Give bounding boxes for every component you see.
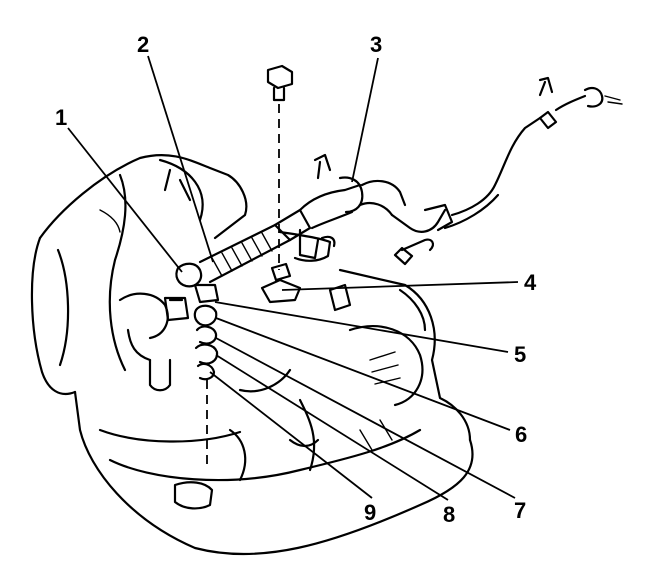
transaxle-housing [30, 154, 474, 556]
component-stack [163, 283, 220, 470]
bolt [266, 64, 294, 270]
leader-line-7 [215, 337, 516, 499]
leader-line-8 [215, 354, 449, 501]
callout-6: 6 [515, 422, 527, 447]
leader-line-2 [147, 55, 214, 263]
line-retainer-clip [298, 153, 332, 260]
hydraulic-line [298, 76, 623, 266]
leader-line-5 [214, 301, 509, 353]
callout-7: 7 [514, 498, 526, 523]
leader-line-6 [215, 317, 511, 431]
callout-9: 9 [364, 500, 376, 525]
callout-1: 1 [55, 105, 67, 130]
leader-lines [67, 55, 519, 501]
slave-cylinder [175, 208, 312, 288]
callout-labels: 1 2 3 4 5 6 7 8 9 [55, 32, 537, 527]
callout-8: 8 [443, 502, 455, 527]
callout-3: 3 [370, 32, 382, 57]
leader-line-4 [281, 281, 519, 291]
callout-5: 5 [514, 342, 526, 367]
leader-line-9 [209, 371, 373, 499]
callout-4: 4 [524, 270, 537, 295]
callout-2: 2 [137, 32, 149, 57]
leader-line-1 [67, 127, 183, 273]
leader-line-3 [351, 57, 379, 183]
mounting-bracket [260, 230, 336, 304]
